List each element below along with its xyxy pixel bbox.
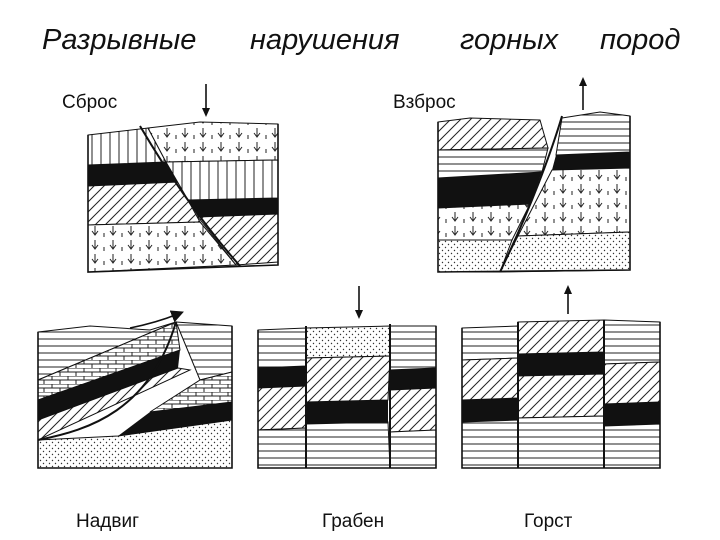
label-graben: Грабен [322, 511, 385, 532]
label-thrust: Надвиг [76, 511, 140, 532]
diagram-title: Разрывные нарушения горных пород [0, 24, 720, 64]
title-word-1: Разрывные [42, 24, 197, 56]
label-reverse-fault: Взброс [393, 92, 456, 113]
horst-diagram [461, 285, 661, 469]
title-word-3: горных [460, 24, 559, 56]
thrust-diagram [37, 310, 233, 469]
curved-arrow-icon [129, 310, 184, 329]
label-normal-fault: Сброс [62, 92, 118, 113]
title-word-4: пород [600, 24, 681, 56]
title-word-2: нарушения [250, 24, 400, 56]
reverse-fault-diagram [437, 77, 631, 273]
label-horst: Горст [524, 511, 573, 532]
normal-fault-diagram [87, 84, 279, 273]
graben-diagram [257, 286, 437, 469]
